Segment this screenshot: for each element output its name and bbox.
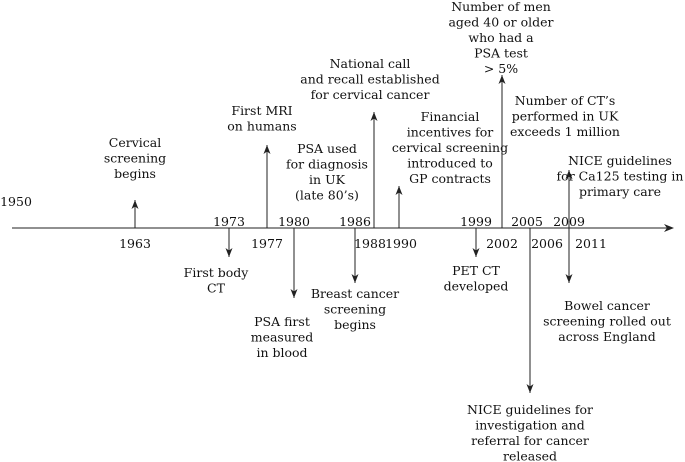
year-label-1977: 1977 xyxy=(251,236,283,251)
event-arrow-first-body-ct xyxy=(225,228,233,257)
event-line: across England xyxy=(558,329,655,344)
year-label-1986: 1986 xyxy=(339,214,371,229)
event-line: introduced to xyxy=(407,156,493,171)
year-label-1980: 1980 xyxy=(278,214,310,229)
start-year-label: 1950 xyxy=(0,194,32,209)
event-line: released xyxy=(503,449,557,462)
event-line: National call xyxy=(330,56,411,71)
axis-arrowhead xyxy=(664,224,674,232)
event-arrow-financial-incentives xyxy=(395,186,403,228)
event-line: developed xyxy=(444,279,509,294)
event-line: measured xyxy=(251,330,314,345)
year-label-2006: 2006 xyxy=(531,236,563,251)
event-line: referral for cancer xyxy=(471,433,589,448)
year-label-2011: 2011 xyxy=(575,236,607,251)
event-line: aged 40 or older xyxy=(448,15,553,30)
event-line: who had a xyxy=(468,30,534,45)
year-label-2002: 2002 xyxy=(486,236,518,251)
event-line: and recall established xyxy=(300,72,439,87)
event-line: performed in UK xyxy=(512,109,619,124)
event-line: for cervical cancer xyxy=(311,87,430,102)
event-arrow-pet-ct xyxy=(472,228,480,257)
year-label-1973: 1973 xyxy=(213,214,245,229)
event-arrow-nice-referral xyxy=(526,228,534,393)
event-line: incentives for xyxy=(407,125,494,140)
event-line: PSA used xyxy=(297,141,357,156)
year-label-1988: 1988 xyxy=(354,236,386,251)
event-line: PSA test xyxy=(474,46,528,61)
event-line: primary care xyxy=(579,184,661,199)
event-line: NICE guidelines xyxy=(568,153,672,168)
event-line: screening rolled out xyxy=(543,314,671,329)
event-arrow-cervical-screening xyxy=(131,200,139,228)
event-line: PSA first xyxy=(254,314,310,329)
event-arrow-breast-screening xyxy=(351,228,359,283)
event-arrow-bowel-screening xyxy=(565,228,573,283)
event-line: First MRI xyxy=(231,103,292,118)
event-line: PET CT xyxy=(452,263,500,278)
event-line: Number of CT’s xyxy=(515,93,616,108)
year-label-1990: 1990 xyxy=(385,236,417,251)
event-arrow-psa-measured xyxy=(290,228,298,298)
event-line: NICE guidelines for xyxy=(467,402,593,417)
event-line: CT xyxy=(207,281,226,296)
event-line: Number of men xyxy=(451,0,551,14)
event-line: Cervical xyxy=(109,135,161,150)
year-label-1999: 1999 xyxy=(460,214,492,229)
event-line: screening xyxy=(104,151,166,166)
event-line: GP contracts xyxy=(409,171,491,186)
event-line: in UK xyxy=(309,172,346,187)
event-arrow-first-mri xyxy=(263,145,271,228)
event-line: Breast cancer xyxy=(311,286,399,301)
event-arrow-national-call-recall xyxy=(370,112,378,228)
event-line: cervical screening xyxy=(392,140,508,155)
year-label-2005: 2005 xyxy=(511,214,543,229)
event-line: (late 80’s) xyxy=(295,188,359,203)
event-line: for Ca125 testing in xyxy=(557,169,684,184)
event-line: Bowel cancer xyxy=(564,298,650,313)
event-line: screening xyxy=(324,302,386,317)
event-line: First body xyxy=(184,265,250,280)
event-line: for diagnosis xyxy=(286,157,368,172)
year-label-1963: 1963 xyxy=(119,236,151,251)
event-line: begins xyxy=(114,166,156,181)
event-line: in blood xyxy=(256,345,307,360)
event-line: begins xyxy=(334,317,376,332)
event-line: investigation and xyxy=(475,418,584,433)
event-line: on humans xyxy=(227,119,296,134)
event-line: Financial xyxy=(421,109,480,124)
event-line: > 5% xyxy=(484,61,518,76)
event-arrow-psa-test-men xyxy=(498,75,506,228)
event-line: exceeds 1 million xyxy=(510,124,620,139)
event-arrow-nice-ca125 xyxy=(565,170,573,228)
